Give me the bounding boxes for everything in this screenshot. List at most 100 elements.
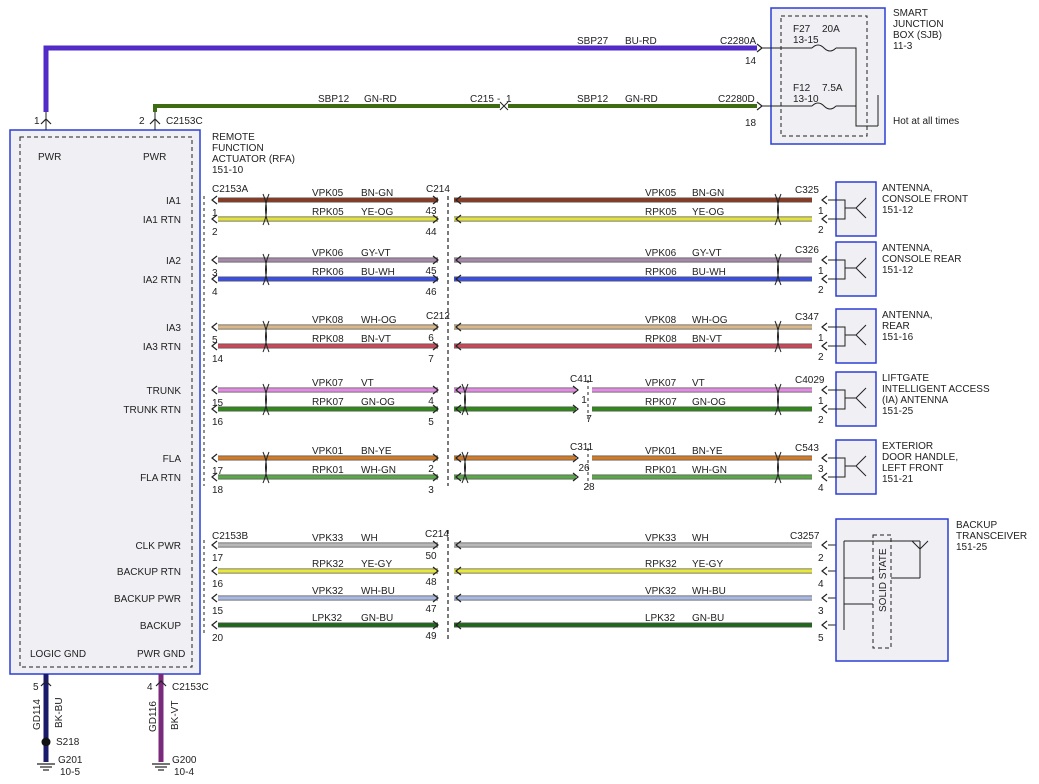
- pin-arrow-icon: [572, 385, 579, 395]
- color-code: BU-WH: [692, 267, 726, 278]
- sjb-title-1: SMART: [893, 8, 928, 19]
- wire-sbp27: [43, 45, 757, 112]
- pin-arrow-icon: [211, 274, 218, 284]
- device-label: EXTERIOR: [882, 441, 933, 452]
- pin-mid: 45: [425, 266, 437, 277]
- twisted-pair-icon: [262, 383, 267, 416]
- color-code: WH-GN: [692, 465, 727, 476]
- pin-arrow-icon: [455, 255, 462, 265]
- pin-right: 2: [818, 285, 824, 296]
- device-label: 151-21: [882, 474, 914, 485]
- twisted-pair-icon: [461, 451, 466, 484]
- g200-connector: C2153C: [172, 682, 209, 693]
- color-code: YE-OG: [692, 207, 724, 218]
- sbp27-circuit: SBP27: [577, 36, 609, 47]
- pin-arrow-icon: [455, 341, 462, 351]
- circuit-label: RPK06: [645, 267, 677, 278]
- pin-mid: 49: [425, 631, 437, 642]
- signal-label: IA2: [166, 256, 181, 267]
- g201-pin: 5: [33, 682, 39, 693]
- pin-arrow-icon: [455, 566, 462, 576]
- g200-circuit: GD116: [148, 701, 159, 732]
- backup-label: BACKUP: [140, 621, 181, 632]
- pin-right: 1: [818, 333, 824, 344]
- g200-ref: 10-4: [174, 767, 194, 778]
- pin-arrow-icon: [572, 404, 579, 414]
- pin-left: 4: [212, 287, 218, 298]
- pin-left: 16: [212, 417, 224, 428]
- splice-c215-pin: 1: [506, 94, 512, 105]
- g201-ground: G201: [58, 755, 83, 766]
- color-code: GN-BU: [692, 613, 724, 624]
- twisted-pair-icon: [774, 320, 779, 353]
- pin-arrow-icon: [432, 472, 439, 482]
- circuit-label: RPK05: [645, 207, 677, 218]
- pin-right: 2: [818, 225, 824, 236]
- device-label: 151-12: [882, 205, 914, 216]
- color-code: WH-BU: [361, 586, 395, 597]
- pin-right: 2: [818, 352, 824, 363]
- color-code: VT: [692, 378, 705, 389]
- pin-arrow-icon: [821, 255, 828, 265]
- color-code: GN-OG: [361, 397, 395, 408]
- twisted-pair-icon: [774, 451, 779, 484]
- pin-mid: 4: [428, 396, 434, 407]
- pin-arrow-icon: [211, 593, 218, 603]
- pin-arrow-icon: [821, 341, 828, 351]
- device-label: CONSOLE FRONT: [882, 194, 968, 205]
- circuit-label: VPK32: [645, 586, 677, 597]
- circuit-label: RPK32: [312, 559, 344, 570]
- pin-left: 18: [212, 485, 224, 496]
- color-code: YE-OG: [361, 207, 393, 218]
- pin-left: 17: [212, 553, 224, 564]
- pin-mid: 47: [425, 604, 437, 615]
- pin-left: 16: [212, 579, 224, 590]
- pin-left: 3: [212, 268, 218, 279]
- pin-left: 2: [212, 227, 218, 238]
- pin-arrow-icon: [432, 566, 439, 576]
- sbp27-pin: 14: [745, 56, 757, 67]
- pin-arrow-icon: [455, 472, 462, 482]
- return-label: FLA RTN: [140, 473, 181, 484]
- backup-label: BACKUP RTN: [117, 567, 181, 578]
- backup-device-3: 151-25: [956, 542, 988, 553]
- pin-arrow-icon: [432, 404, 439, 414]
- antenna-icon: [845, 257, 867, 279]
- backup-conn-mid: C214: [425, 529, 449, 540]
- circuit-label: VPK07: [645, 378, 677, 389]
- pin-right: 4: [818, 579, 824, 590]
- rfa-connector-top: C2153C: [166, 116, 203, 127]
- pin-arrow-icon: [821, 322, 828, 332]
- device-label: LIFTGATE: [882, 373, 929, 384]
- sbp12-pin: 18: [745, 118, 757, 129]
- sjb-title-3: BOX (SJB): [893, 30, 942, 41]
- circuit-label: VPK01: [645, 446, 677, 457]
- pin-right: 5: [818, 633, 824, 644]
- g201-ref: 10-5: [60, 767, 80, 778]
- pin-arrow-icon: [821, 566, 828, 576]
- pin-arrow-icon: [211, 195, 218, 205]
- pin-arrow-icon: [432, 274, 439, 284]
- circuit-label: RPK08: [645, 334, 677, 345]
- backup-label: CLK PWR: [135, 541, 181, 552]
- circuit-label: LPK32: [312, 613, 342, 624]
- twisted-pair-icon: [262, 320, 267, 353]
- device-label: CONSOLE REAR: [882, 254, 961, 265]
- pin-arrow-icon: [821, 593, 828, 603]
- rfa-logic-gnd: LOGIC GND: [30, 649, 86, 660]
- rfa-pin2: 2: [139, 116, 145, 127]
- device-label: 151-12: [882, 265, 914, 276]
- color-code: BN-YE: [361, 446, 392, 457]
- color-code: YE-GY: [692, 559, 723, 570]
- rfa-pwr2: PWR: [143, 152, 166, 163]
- fuse-f27-rating: 20A: [822, 24, 840, 35]
- pin-arrow-icon: [455, 195, 462, 205]
- circuit-label: LPK32: [645, 613, 675, 624]
- sjb-title-4: 11-3: [893, 41, 913, 52]
- antenna-box: [835, 241, 877, 297]
- pin-mid: 6: [428, 333, 434, 344]
